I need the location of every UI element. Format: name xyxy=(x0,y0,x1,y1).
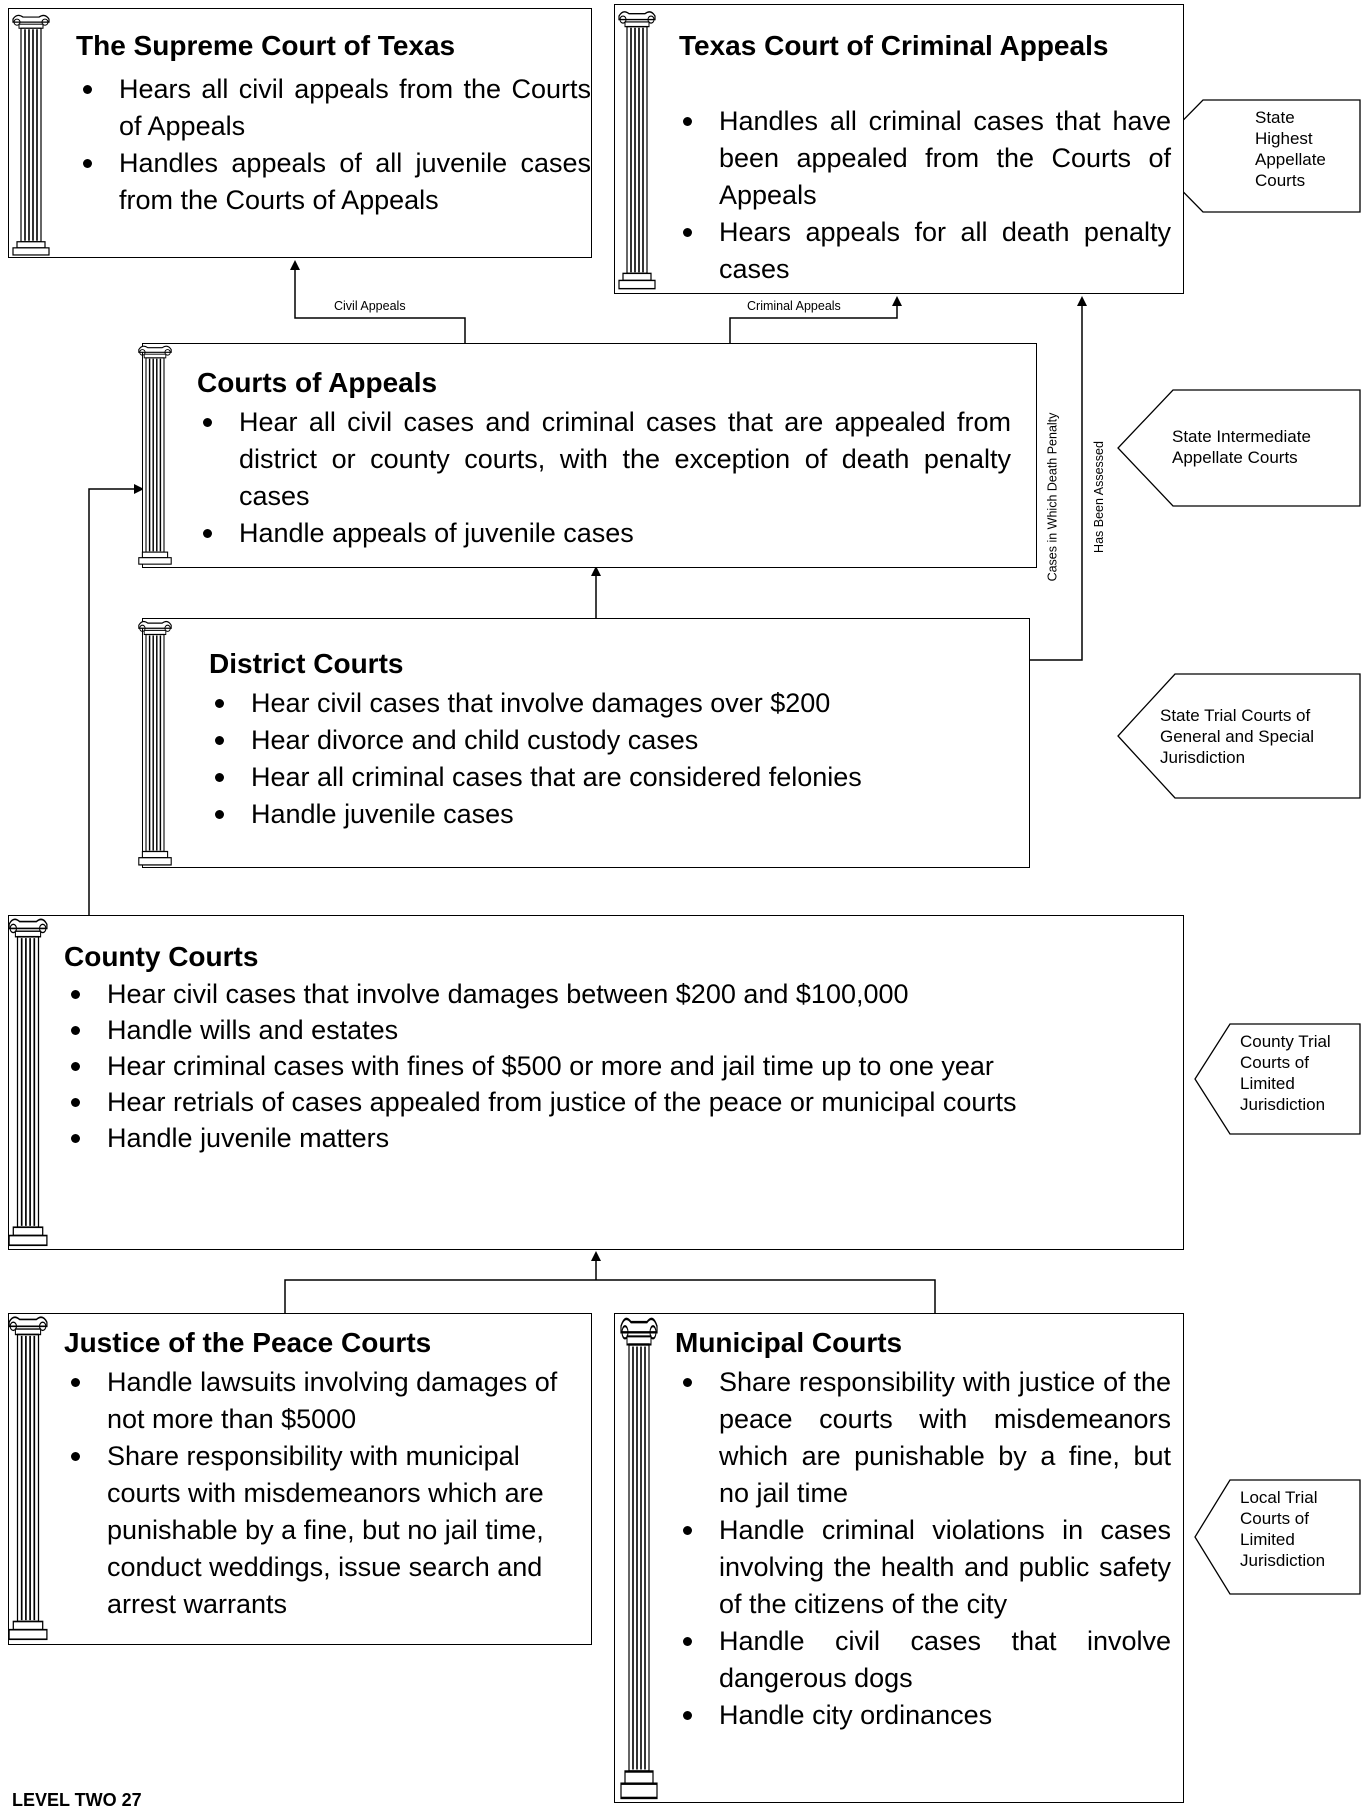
pillar-icon xyxy=(138,345,172,565)
district-courts-box: District Courts Hear civil cases that in… xyxy=(137,618,1030,868)
level-tag-county: County Trial Courts of Limited Jurisdict… xyxy=(1240,1032,1331,1114)
county-courts-title: County Courts xyxy=(64,941,259,972)
criminal-appeals-label: Criminal Appeals xyxy=(747,299,841,313)
list-item: Share responsibility with justice of the… xyxy=(671,1364,1171,1512)
justice-of-peace-list: Handle lawsuits involving damages of not… xyxy=(59,1364,589,1623)
page-number: LEVEL TWO 27 xyxy=(12,1790,142,1810)
death-penalty-arrow xyxy=(1030,296,1087,661)
local-to-county-connector xyxy=(284,1279,936,1313)
list-item: Hears all civil appeals from the Courts … xyxy=(71,71,591,145)
list-item: Hear all criminal cases that are conside… xyxy=(203,759,1003,796)
criminal-appeals-arrow xyxy=(729,296,902,343)
supreme-court-list: Hears all civil appeals from the Courts … xyxy=(71,71,591,219)
pillar-icon xyxy=(7,918,49,1247)
courts-of-appeals-title: Courts of Appeals xyxy=(197,367,438,398)
list-item: Hear divorce and child custody cases xyxy=(203,722,1003,759)
pillar-icon xyxy=(12,14,50,256)
municipal-courts-title: Municipal Courts xyxy=(675,1327,903,1358)
criminal-appeals-title: Texas Court of Criminal Appeals xyxy=(679,30,1109,61)
district-courts-list: Hear civil cases that involve damages ov… xyxy=(203,685,1003,833)
list-item: Handles appeals of all juvenile cases fr… xyxy=(71,145,591,219)
criminal-appeals-list: Handles all criminal cases that have bee… xyxy=(671,103,1171,288)
pillar-icon xyxy=(8,1316,48,1641)
level-tag-intermediate-shape xyxy=(1117,389,1361,507)
death-penalty-label-line2: Has Been Assessed xyxy=(1091,441,1106,553)
list-item: Handle criminal violations in cases invo… xyxy=(671,1512,1171,1623)
death-penalty-label-line1: Cases in Which Death Penalty xyxy=(1045,412,1060,582)
pillar-icon xyxy=(618,10,656,290)
list-item: Handle lawsuits involving damages of not… xyxy=(59,1364,589,1438)
justice-of-peace-title: Justice of the Peace Courts xyxy=(64,1327,432,1358)
district-courts-title: District Courts xyxy=(209,648,404,679)
justice-of-peace-box: Justice of the Peace Courts Handle lawsu… xyxy=(8,1313,592,1645)
municipal-courts-box: Municipal Courts Share responsibility wi… xyxy=(614,1313,1184,1803)
level-tag-trial: State Trial Courts of General and Specia… xyxy=(1160,706,1315,767)
list-item: Handle juvenile cases xyxy=(203,796,1003,833)
list-item: Hear retrials of cases appealed from jus… xyxy=(59,1084,1169,1120)
level-tag-trial-shape xyxy=(1117,673,1361,799)
civil-appeals-arrow xyxy=(290,260,466,343)
level-tag-intermediate: State Intermediate Appellate Courts xyxy=(1172,427,1311,467)
list-item: Handle wills and estates xyxy=(59,1012,1169,1048)
pillar-icon xyxy=(137,620,173,866)
courts-of-appeals-box: Courts of Appeals Hear all civil cases a… xyxy=(138,343,1037,568)
list-item: Hear civil cases that involve damages ov… xyxy=(203,685,1003,722)
municipal-courts-list: Share responsibility with justice of the… xyxy=(671,1364,1171,1734)
pillar-icon xyxy=(619,1317,659,1800)
county-courts-list: Hear civil cases that involve damages be… xyxy=(59,976,1169,1156)
level-tag-highest: State Highest Appellate Courts xyxy=(1255,108,1326,190)
list-item: Handle appeals of juvenile cases xyxy=(191,515,1011,552)
list-item: Hear criminal cases with fines of $500 o… xyxy=(59,1048,1169,1084)
level-tag-local: Local Trial Courts of Limited Jurisdicti… xyxy=(1240,1488,1326,1570)
criminal-appeals-box: Texas Court of Criminal Appeals Handles … xyxy=(614,4,1184,294)
list-item: Hear civil cases that involve damages be… xyxy=(59,976,1169,1012)
list-item: Handle juvenile matters xyxy=(59,1120,1169,1156)
supreme-court-title: The Supreme Court of Texas xyxy=(76,30,456,61)
list-item: Hear all civil cases and criminal cases … xyxy=(191,404,1011,515)
level-tag-local-shape xyxy=(1194,1479,1361,1595)
county-to-appeals-arrow xyxy=(88,484,144,915)
list-item: Handle civil cases that involve dangerou… xyxy=(671,1623,1171,1697)
level-tag-county-shape xyxy=(1194,1023,1361,1135)
list-item: Hears appeals for all death penalty case… xyxy=(671,214,1171,288)
civil-appeals-label: Civil Appeals xyxy=(334,299,406,313)
list-item: Share responsibility with municipal cour… xyxy=(59,1438,589,1623)
courts-of-appeals-list: Hear all civil cases and criminal cases … xyxy=(191,404,1011,552)
list-item: Handles all criminal cases that have bee… xyxy=(671,103,1171,214)
county-courts-box: County Courts Hear civil cases that invo… xyxy=(7,915,1184,1250)
supreme-court-box: The Supreme Court of Texas Hears all civ… xyxy=(8,8,592,258)
list-item: Handle city ordinances xyxy=(671,1697,1171,1734)
